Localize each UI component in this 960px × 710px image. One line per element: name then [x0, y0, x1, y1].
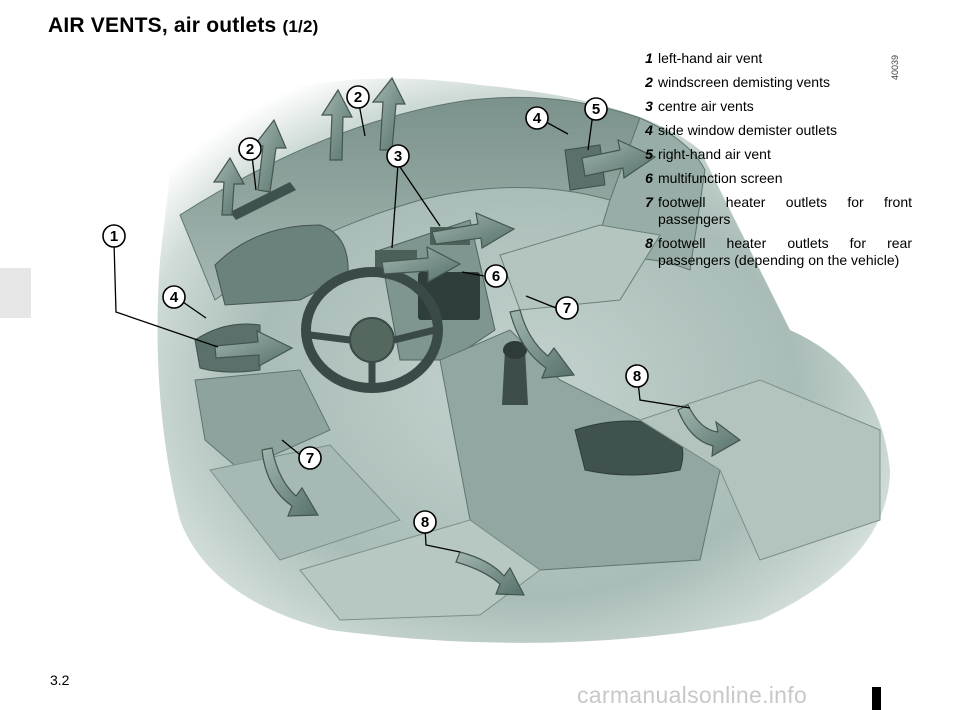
arrow-right-vent	[581, 138, 657, 180]
legend-number: 1	[645, 50, 653, 66]
callout-4b-label: 4	[533, 110, 542, 127]
glovebox	[499, 224, 661, 311]
legend-item: 2 windscreen demisting vents	[640, 74, 912, 91]
page-number: 3.2	[50, 672, 70, 688]
legend-text: right-hand air vent	[658, 146, 771, 162]
legend-text: side window demister outlets	[658, 122, 837, 138]
callout-7b-label: 7	[306, 450, 314, 467]
gear-knob	[503, 341, 527, 359]
leader-6	[461, 271, 485, 277]
legend-item: 6 multifunction screen	[640, 170, 912, 187]
legend-number: 8	[645, 235, 653, 251]
legend-text: footwell heater outlets for rear passeng…	[658, 235, 912, 268]
gear-lever	[502, 350, 528, 405]
callout-3-label: 3	[394, 148, 402, 165]
arrow-footwell-rear-right	[677, 404, 742, 458]
callout-4a: 4	[162, 285, 186, 309]
legend-item: 4 side window demister outlets	[640, 122, 912, 139]
legend-number: 6	[645, 170, 653, 186]
arrow-windscreen-1	[212, 156, 246, 216]
arrow-centre-1	[381, 245, 462, 284]
callout-4a-label: 4	[170, 289, 179, 306]
legend-text: footwell heater outlets for front passen…	[658, 194, 912, 227]
defroster-grille	[230, 182, 296, 220]
callout-2b: 2	[346, 85, 370, 109]
callout-7a: 7	[555, 296, 579, 320]
callout-8a: 8	[625, 364, 649, 388]
airflow-arrows	[212, 76, 742, 596]
callout-6: 6	[484, 264, 508, 288]
title-part: (1/2)	[282, 17, 319, 36]
callout-8a-label: 8	[633, 368, 641, 385]
leader-7a	[525, 295, 557, 309]
arrow-windscreen-2	[252, 118, 287, 193]
legend-number: 3	[645, 98, 653, 114]
watermark: carmanualsonline.info	[577, 682, 808, 708]
arrow-footwell-rear-left	[455, 551, 526, 596]
callout-3: 3	[386, 144, 410, 168]
leader-2b	[358, 103, 366, 137]
arrow-centre-2	[431, 212, 516, 249]
legend-number: 5	[645, 146, 653, 162]
steering-hub	[349, 317, 395, 363]
steering-spokes	[309, 326, 436, 388]
legend-item: 7 footwell heater outlets for front passe…	[640, 194, 912, 228]
leader-3b	[397, 163, 441, 227]
leader-3a	[391, 163, 399, 249]
legend-item: 3 centre air vents	[640, 98, 912, 115]
legend-list: 1 left-hand air vent 2 windscreen demistin…	[640, 50, 912, 276]
corner-mark	[872, 687, 881, 710]
callout-6-label: 6	[492, 268, 500, 285]
arrow-footwell-front-left	[261, 447, 320, 517]
callout-1-label: 1	[110, 228, 118, 245]
arrow-windscreen-4	[371, 76, 406, 151]
leader-4b	[545, 121, 569, 135]
legend-text: centre air vents	[658, 98, 754, 114]
legend-text: left-hand air vent	[658, 50, 763, 66]
legend-text: multifunction screen	[658, 170, 783, 186]
callout-1: 1	[102, 224, 126, 248]
callout-7b: 7	[298, 446, 322, 470]
callout-4b: 4	[525, 106, 549, 130]
legend-item: 5 right-hand air vent	[640, 146, 912, 163]
legend-number: 4	[645, 122, 653, 138]
page-title: AIR VENTS, air outlets (1/2)	[48, 14, 318, 38]
callout-8b-label: 8	[421, 514, 429, 531]
arrow-footwell-front-right	[509, 309, 576, 379]
callout-7a-label: 7	[563, 300, 571, 317]
chapter-tab	[0, 268, 31, 318]
arrow-left-vent	[214, 329, 294, 368]
callout-2a: 2	[238, 137, 262, 161]
leader-1	[113, 241, 219, 348]
callout-8b: 8	[413, 510, 437, 534]
legend-number: 7	[645, 194, 653, 210]
legend-item: 8 footwell heater outlets for rear passen…	[640, 235, 912, 269]
callout-2b-label: 2	[354, 89, 362, 106]
leader-4a	[179, 299, 207, 319]
lower-dashboard-left	[194, 369, 331, 471]
callout-5-label: 5	[592, 101, 600, 118]
legend-number: 2	[645, 74, 653, 90]
callout-5: 5	[584, 97, 608, 121]
leader-8a	[637, 381, 691, 409]
arrow-windscreen-3	[320, 88, 353, 161]
title-main: AIR VENTS, air outlets	[48, 14, 277, 37]
legend-text: windscreen demisting vents	[658, 74, 830, 90]
leader-lines	[113, 103, 691, 553]
leader-2a	[251, 155, 257, 191]
legend-item: 1 left-hand air vent	[640, 50, 912, 67]
callout-2a-label: 2	[246, 141, 254, 158]
